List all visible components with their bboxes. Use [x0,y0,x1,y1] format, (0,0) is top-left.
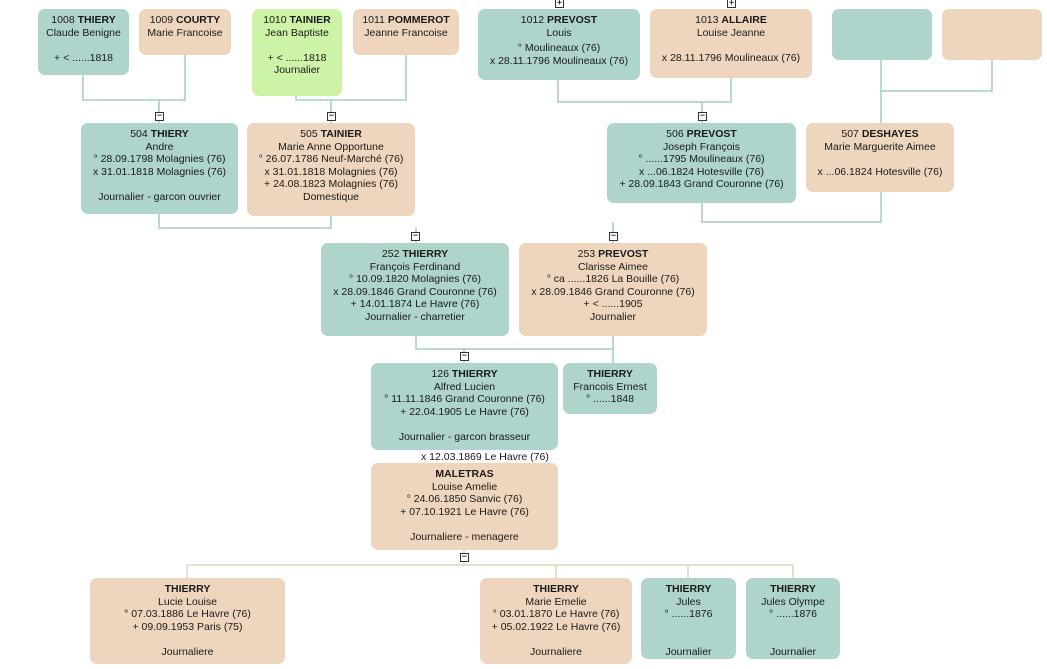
person-empty-male[interactable] [832,9,932,60]
person-header: THIERRY [533,583,579,595]
person-child-jules[interactable]: THIERRY Jules ° ......1876 Journalier [641,578,736,659]
person-506-prevost[interactable]: 506 PREVOST Joseph François ° ......1795… [607,123,796,203]
expand-toggle-1013[interactable]: + [727,0,736,8]
expand-toggle-1012[interactable]: + [555,0,564,8]
person-504-thiery[interactable]: 504 THIERY Andre ° 28.09.1798 Molagnies … [81,123,238,214]
collapse-toggle-children[interactable]: − [460,552,469,562]
collapse-toggle-253[interactable]: − [609,231,618,241]
person-header: 1011 POMMEROT [362,14,450,26]
person-child-lucie-louise[interactable]: THIERRY Lucie Louise ° 07.03.1886 Le Hav… [90,578,285,664]
person-header: THIERRY [587,368,633,380]
person-1010-tainier[interactable]: 1010 TAINIER Jean Baptiste + < ......181… [252,9,342,96]
person-sibling-francois-ernest[interactable]: THIERRY Francois Ernest ° ......1848 [563,363,657,414]
person-header: 506 PREVOST [666,128,737,140]
person-header: 1012 PREVOST [520,14,598,26]
person-header: THIERRY [665,583,712,595]
collapse-toggle-505[interactable]: − [327,111,336,121]
person-header: MALETRAS [435,468,494,480]
person-empty-female[interactable] [942,9,1042,60]
person-505-tainier[interactable]: 505 TAINIER Marie Anne Opportune ° 26.07… [247,123,415,216]
person-header: 126 THIERRY [431,368,498,380]
marriage-label: x 12.03.1869 Le Havre (76) [421,451,549,463]
person-header: THIERRY [164,583,211,595]
person-1009-courty[interactable]: 1009 COURTY Marie Francoise [139,9,231,55]
person-spouse-maletras[interactable]: MALETRAS Louise Amelie ° 24.06.1850 Sanv… [371,463,558,550]
person-header: 252 THIERRY [381,248,449,260]
person-507-deshayes[interactable]: 507 DESHAYES Marie Marguerite Aimee x ..… [806,123,954,192]
person-header: 253 PREVOST [577,248,649,260]
person-header: 1010 TAINIER [263,14,331,26]
person-126-thierry[interactable]: 126 THIERRY Alfred Lucien ° 11.11.1846 G… [371,363,558,450]
person-header: 1013 ALLAIRE [695,14,767,26]
collapse-toggle-126[interactable]: − [460,351,469,361]
person-child-marie-emelie[interactable]: THIERRY Marie Emelie ° 03.01.1870 Le Hav… [480,578,632,664]
person-252-thierry[interactable]: 252 THIERRY François Ferdinand ° 10.09.1… [321,243,509,336]
person-header: 507 DESHAYES [841,128,919,140]
collapse-toggle-252[interactable]: − [411,231,420,241]
person-1008-thiery[interactable]: 1008 THIERY Claude Benigne + < ......181… [38,9,129,75]
person-header: 505 TAINIER [300,128,362,140]
collapse-toggle-506[interactable]: − [698,111,707,121]
person-child-jules-olympe[interactable]: THIERRY Jules Olympe ° ......1876 Journa… [746,578,840,659]
person-header: THIERRY [770,583,816,595]
person-header: 1008 THIERY [51,14,116,26]
person-1013-allaire[interactable]: 1013 ALLAIRE Louise Jeanne x 28.11.1796 … [650,9,812,78]
person-header: 1009 COURTY [149,14,221,26]
person-1012-prevost[interactable]: 1012 PREVOST Louis ° Moulineaux (76) x 2… [478,9,640,80]
person-header: 504 THIERY [130,128,189,140]
person-1011-pommerot[interactable]: 1011 POMMEROT Jeanne Francoise [353,9,459,55]
person-253-prevost[interactable]: 253 PREVOST Clarisse Aimee ° ca ......18… [519,243,707,336]
collapse-toggle-504[interactable]: − [155,111,164,121]
